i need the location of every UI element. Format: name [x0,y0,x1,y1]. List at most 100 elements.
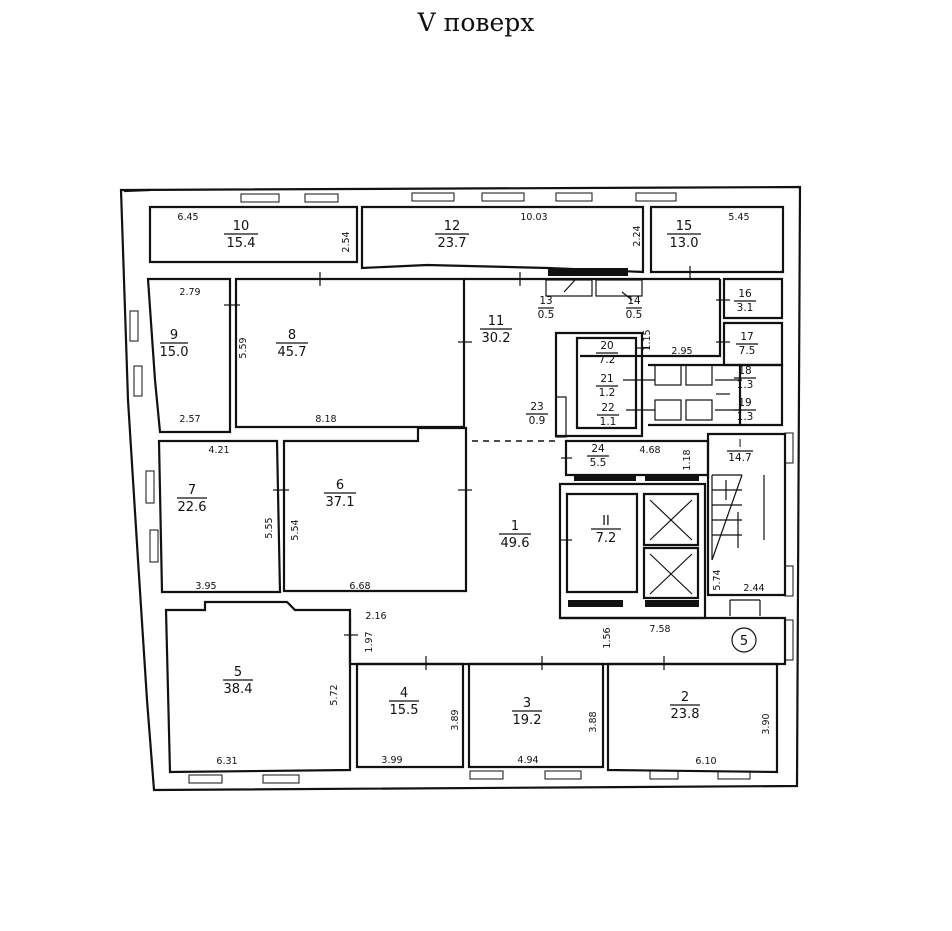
room-label: 130.5 [538,295,555,321]
room-area: 23.7 [438,236,467,251]
room-number: 23 [530,401,543,413]
dimension-label: 5.72 [329,684,340,705]
room-number: I [738,438,741,450]
room-number: 22 [601,402,614,414]
room-label: 207.2 [596,340,618,366]
dimension-label: 2.57 [179,414,200,425]
fixtures [224,266,765,670]
room-label: 221.1 [597,402,619,428]
dimension-label: 2.95 [671,346,692,357]
outer-walls [119,185,802,792]
dimension-label: 2.24 [632,225,643,246]
room-label: 415.5 [389,686,419,718]
room-number: II [602,514,610,529]
room-number: 10 [233,219,250,234]
room-label: 181.3 [734,365,756,391]
room-labels: 1015.41223.71513.0915.0845.71130.2130.51… [160,219,758,728]
room-area: 49.6 [501,536,530,551]
dimension-label: 1.97 [364,631,375,652]
room-area: 15.5 [390,703,419,718]
dimension-label: 2.16 [365,611,386,622]
room-area: 0.5 [538,309,555,321]
room-number: 12 [444,219,461,234]
dimension-label: 2.79 [179,287,200,298]
room-area: 3.1 [737,302,754,314]
dimension-labels: 6.45 2.54 10.03 2.24 5.45 2.79 5.59 2.57 8.18 1.1… [177,212,772,767]
room-area: 38.4 [224,682,253,697]
room-area: 19.2 [513,713,542,728]
room-number: 4 [400,686,408,701]
room-number: 3 [523,696,531,711]
room-label: 538.4 [223,665,253,697]
room-number: 21 [600,373,613,385]
dimension-label: 3.90 [761,713,772,734]
room-number: 8 [288,328,296,343]
room-number: 9 [170,328,178,343]
windows [129,192,794,784]
room-number: 5 [234,665,242,680]
dimension-label: 10.03 [520,212,547,223]
room-area: 15.4 [227,236,256,251]
room-number: 18 [738,365,751,377]
dimension-label: 3.99 [381,755,402,766]
dimension-label: 4.68 [639,445,660,456]
dimension-label: 6.45 [177,212,198,223]
room-number: 16 [738,288,752,300]
room-area: 0.5 [626,309,643,321]
room-number: 20 [600,340,613,352]
stair-marker: 5 [731,627,757,653]
room-label: 245.5 [587,443,609,469]
dimension-label: 1.18 [682,449,693,470]
room-number: 24 [591,443,605,455]
room-label: 191.3 [734,397,756,423]
room-number: 2 [681,690,689,705]
room-area: 45.7 [278,345,307,360]
room-area: 22.6 [178,500,207,515]
dimension-label: 4.21 [208,445,229,456]
dimension-label: 3.95 [195,581,216,592]
room-number: 14 [627,295,641,307]
room-label: II7.2 [591,514,621,546]
room-area: 1.3 [737,411,754,423]
dimension-label: 5.74 [712,569,723,590]
room-label: 223.8 [670,690,700,722]
room-area: 7.5 [739,345,756,357]
dimension-label: 6.31 [216,756,237,767]
room-number: 19 [738,397,751,409]
room-label: 140.5 [626,295,643,321]
room-label: 722.6 [177,483,207,515]
room-label: 177.5 [736,331,758,357]
room-area: 7.2 [599,354,616,366]
room-number: 13 [539,295,552,307]
room-area: 1.1 [600,416,617,428]
room-walls [146,205,787,774]
dimension-label: 7.58 [649,624,670,635]
dimension-label: 1.56 [602,627,613,648]
room-label: 10 15.4 [224,219,258,251]
dimension-label: 6.10 [695,756,716,767]
dimension-label: 2.44 [743,583,764,594]
room-label: 163.1 [734,288,756,314]
room-label: 845.7 [276,328,308,360]
dimension-label: 5.45 [728,212,749,223]
dimension-label: 1.15 [642,329,653,350]
dimension-label: 2.54 [341,231,352,252]
room-label: I14.7 [727,438,753,464]
room-label: 319.2 [512,696,542,728]
room-label: 915.0 [160,328,189,360]
dimension-label: 3.88 [588,711,599,732]
room-number: 1 [511,519,519,534]
room-area: 23.8 [671,707,700,722]
room-label: 230.9 [526,401,548,427]
room-area: 13.0 [670,236,699,251]
room-area: 1.2 [599,387,616,399]
room-area: 5.5 [590,457,607,469]
dimension-label: 8.18 [315,414,336,425]
room-number: 17 [740,331,753,343]
dimension-label: 5.54 [290,519,301,540]
dimension-label: 5.59 [238,337,249,358]
room-number: 7 [188,483,196,498]
